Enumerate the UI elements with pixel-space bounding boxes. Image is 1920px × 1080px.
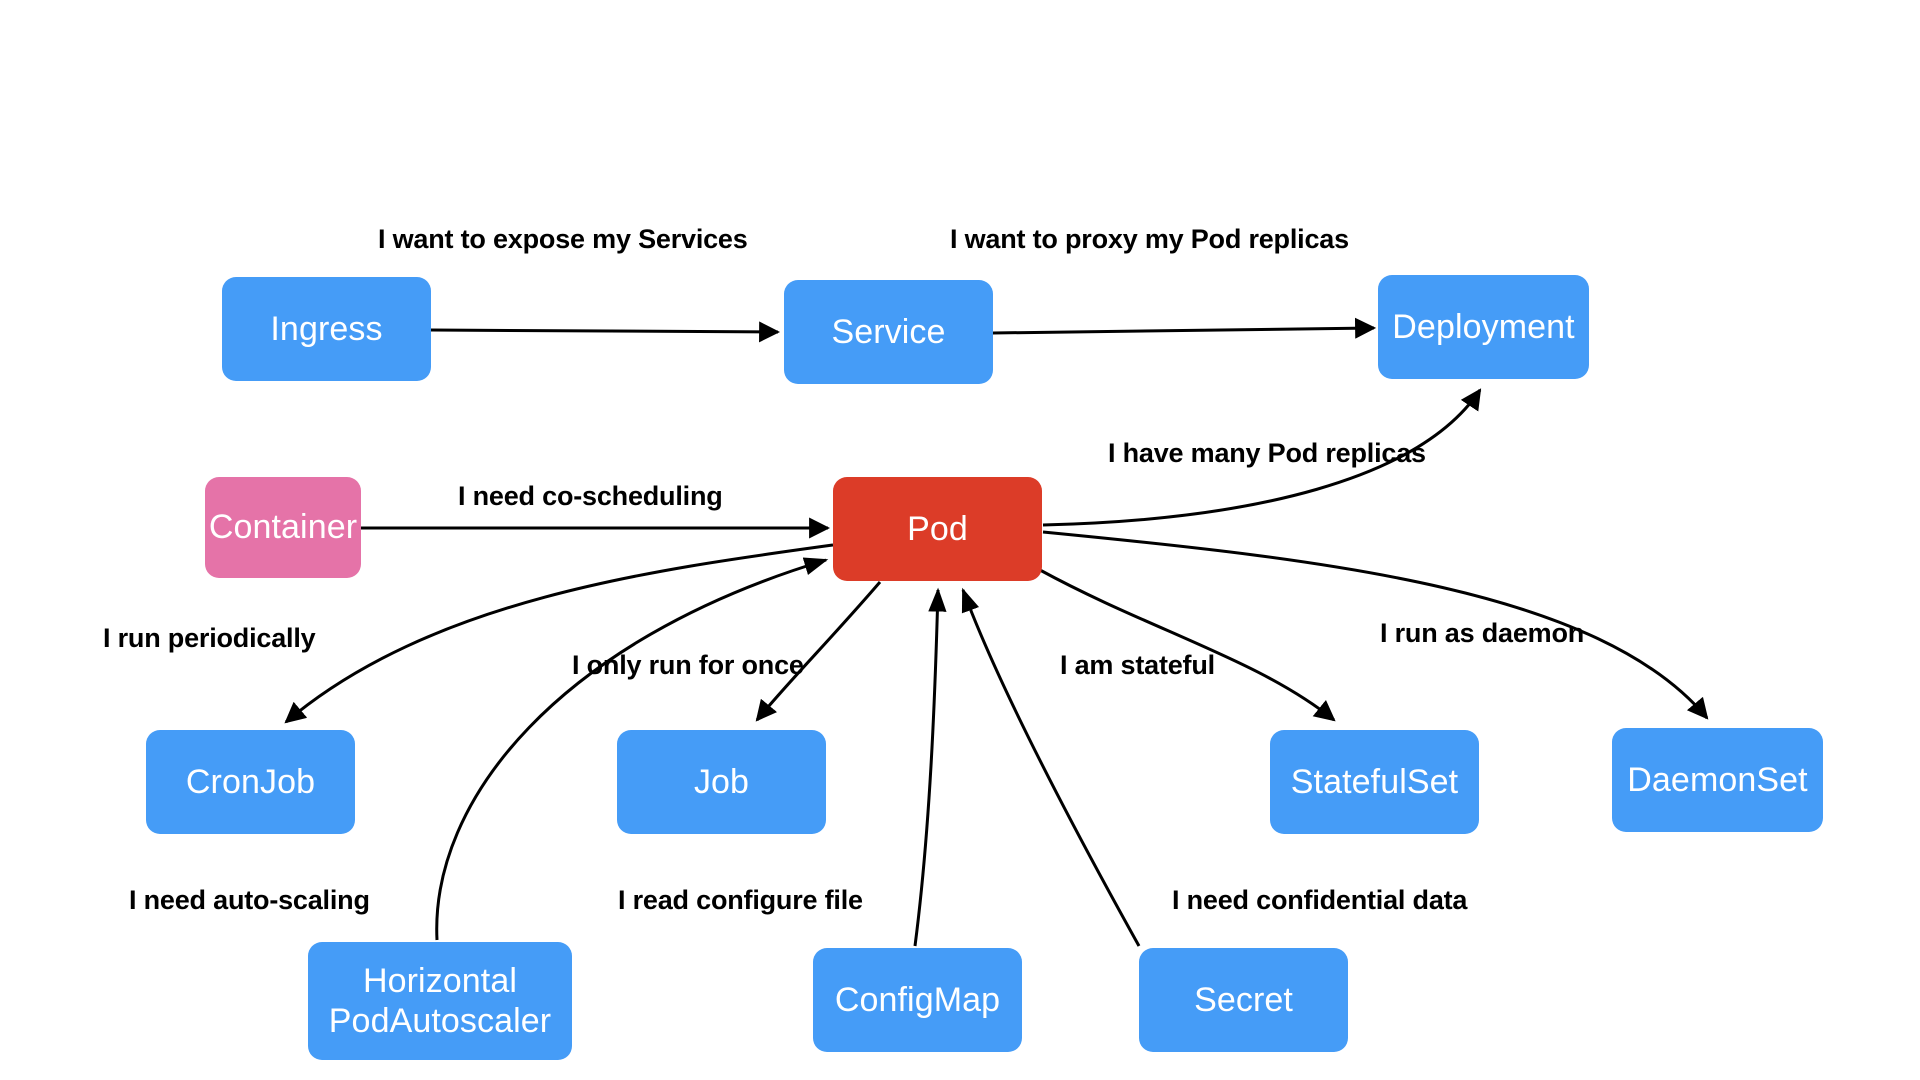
node-job-label: Job — [693, 762, 750, 801]
node-container[interactable]: Container — [205, 477, 361, 578]
node-horizontal-pod-autoscaler[interactable]: Horizontal PodAutoscaler — [308, 942, 572, 1060]
edge-ingress-service — [430, 321, 781, 343]
node-configmap[interactable]: ConfigMap — [813, 948, 1022, 1052]
node-configmap-label: ConfigMap — [834, 980, 1001, 1019]
node-ingress-label: Ingress — [270, 309, 383, 348]
node-ingress[interactable]: Ingress — [222, 277, 431, 381]
node-deployment[interactable]: Deployment — [1378, 275, 1589, 379]
edge-pod-cronjob — [284, 543, 834, 724]
edge-label-service-deployment: I want to proxy my Pod replicas — [950, 224, 1349, 254]
node-service-label: Service — [831, 312, 946, 351]
node-daemonset[interactable]: DaemonSet — [1612, 728, 1823, 832]
edge-label-pod-job: I only run for once — [572, 650, 804, 680]
node-deployment-label: Deployment — [1392, 307, 1575, 346]
edge-label-configmap-pod: I read configure file — [618, 885, 863, 915]
node-pod[interactable]: Pod — [833, 477, 1042, 581]
edge-secret-pod — [961, 587, 1141, 947]
edge-label-secret-pod: I need confidential data — [1172, 885, 1468, 915]
edge-label-container-pod: I need co-scheduling — [458, 481, 723, 511]
edge-pod-daemonset — [1042, 530, 1709, 720]
node-job[interactable]: Job — [617, 730, 826, 834]
node-cronjob[interactable]: CronJob — [146, 730, 355, 834]
node-container-label: Container — [208, 508, 358, 547]
node-secret-label: Secret — [1194, 980, 1293, 1019]
edge-label-pod-statefulset: I am stateful — [1060, 650, 1215, 680]
node-cronjob-label: CronJob — [185, 762, 316, 801]
edge-service-deployment — [992, 317, 1377, 339]
node-statefulset-label: StatefulSet — [1290, 762, 1459, 801]
edge-label-pod-daemonset: I run as daemon — [1380, 618, 1585, 648]
node-daemonset-label: DaemonSet — [1627, 760, 1808, 799]
edge-label-hpa-pod: I need auto-scaling — [129, 885, 370, 915]
edge-label-pod-deployment: I have many Pod replicas — [1108, 438, 1426, 468]
node-statefulset[interactable]: StatefulSet — [1270, 730, 1479, 834]
node-secret[interactable]: Secret — [1139, 948, 1348, 1052]
node-pod-label: Pod — [907, 509, 968, 548]
node-service[interactable]: Service — [784, 280, 993, 384]
edge-configmap-pod — [913, 587, 947, 947]
edge-pod-statefulset — [1039, 568, 1336, 722]
edge-label-pod-cronjob: I run periodically — [103, 623, 316, 653]
edge-label-ingress-service: I want to expose my Services — [378, 224, 748, 254]
node-horizontal-pod-autoscaler-label: Horizontal PodAutoscaler — [328, 961, 552, 1040]
